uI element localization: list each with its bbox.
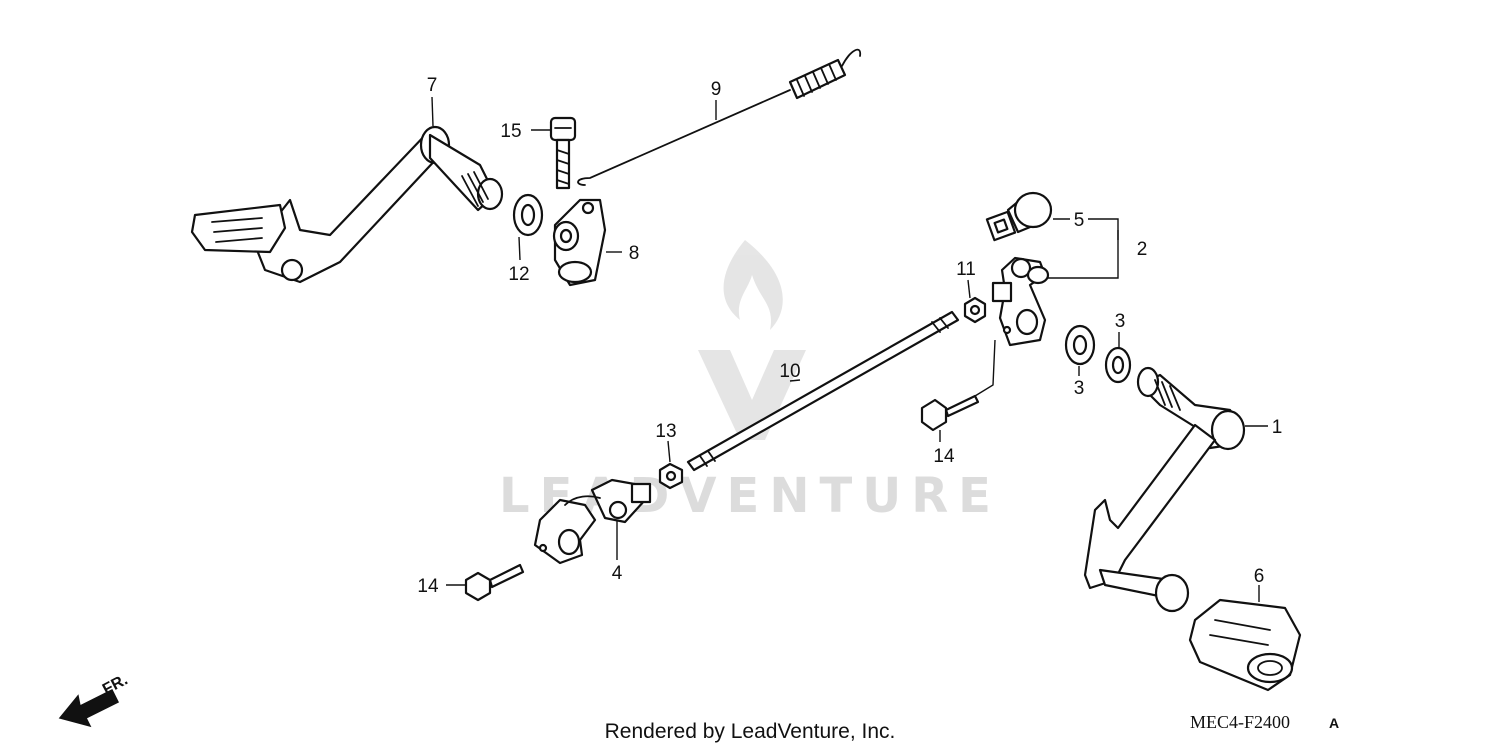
joint-end-5 [985,191,1053,242]
pedal-arm-right [1083,366,1246,613]
nut-13 [658,462,684,490]
callout-7[interactable]: 7 [427,75,438,96]
pedal-rubber-6 [1188,598,1302,692]
washer-12 [512,193,544,237]
callout-3-top[interactable]: 3 [1115,311,1126,332]
callout-5[interactable]: 5 [1074,210,1085,231]
nut-11 [963,296,987,324]
pedal-arm-left [190,125,504,284]
callout-1[interactable]: 1 [1272,417,1283,438]
washer-3b [1104,346,1132,384]
bolt-14-left [464,563,525,602]
rendered-by-text: Rendered by LeadVenture, Inc. [605,720,896,743]
callout-13[interactable]: 13 [655,421,676,442]
callout-numbers: 7 15 9 12 8 5 2 11 3 10 3 1 14 13 14 4 6 [417,75,1282,597]
callout-2[interactable]: 2 [1137,239,1148,260]
callout-14-right[interactable]: 14 [933,446,955,467]
diagram-code: MEC4-F2400 [1190,712,1290,732]
callout-14-left[interactable]: 14 [417,576,439,597]
return-spring-9 [577,48,862,186]
front-direction-arrow-icon [58,688,120,728]
diagram-suffix: A [1329,715,1339,731]
washer-3a [1064,324,1096,366]
v-logo-icon [698,350,806,440]
clamp-arm-8 [552,198,607,287]
callout-6[interactable]: 6 [1254,566,1265,587]
callout-8[interactable]: 8 [629,243,640,264]
callout-4[interactable]: 4 [612,563,623,584]
rod-10 [686,310,960,472]
callout-12[interactable]: 12 [508,264,529,285]
flame-logo-icon [723,240,783,330]
callout-9[interactable]: 9 [711,79,722,100]
callout-3-bottom[interactable]: 3 [1074,378,1085,399]
callout-11[interactable]: 11 [956,259,976,280]
joint-lower-4 [590,478,652,524]
bolt-15 [549,116,577,190]
callout-10[interactable]: 10 [779,361,800,382]
leader-lines [431,96,1268,602]
joint-arm-2 [991,256,1050,347]
front-direction-indicator: FR. [58,671,131,728]
bolt-14-right [920,394,980,432]
clamp-arm-lower [533,495,601,565]
callout-15[interactable]: 15 [500,121,521,142]
